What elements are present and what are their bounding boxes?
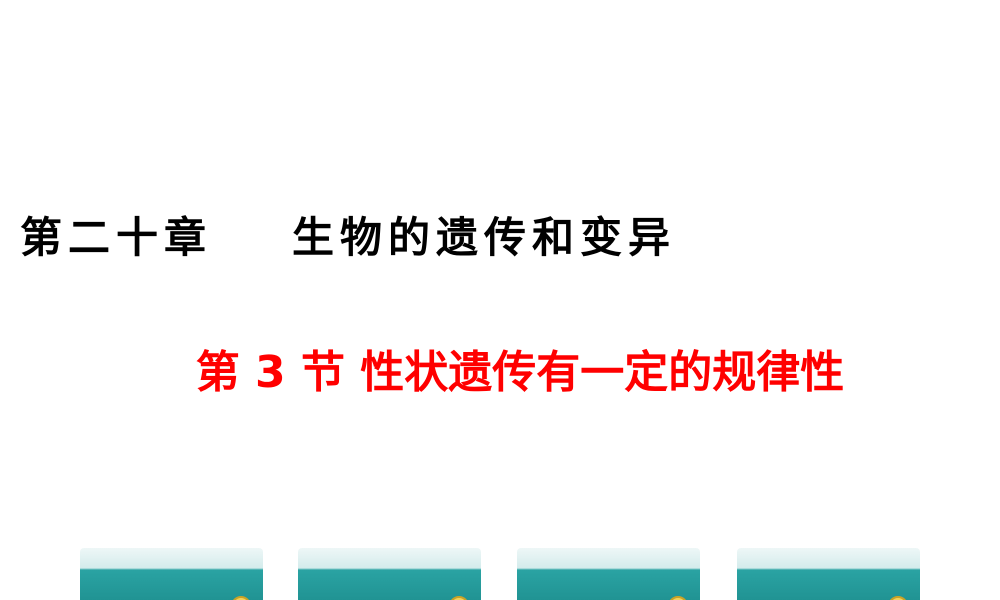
chapter-title: 第二十章 生物的遗传和变异 [20, 208, 980, 268]
chapter-name: 生物的遗传和变异 [292, 213, 677, 262]
dot-icon [231, 596, 251, 600]
chapter-number: 第二十章 [20, 213, 213, 262]
dot-icon [668, 596, 688, 600]
nav-button-4[interactable] [737, 548, 920, 600]
nav-button-3[interactable] [517, 548, 700, 600]
nav-button-row [0, 548, 1000, 600]
dot-icon [449, 596, 469, 600]
dot-icon [888, 596, 908, 600]
nav-button-2[interactable] [298, 548, 481, 600]
nav-button-1[interactable] [80, 548, 263, 600]
section-title: 第 3 节 性状遗传有一定的规律性 [195, 347, 845, 398]
